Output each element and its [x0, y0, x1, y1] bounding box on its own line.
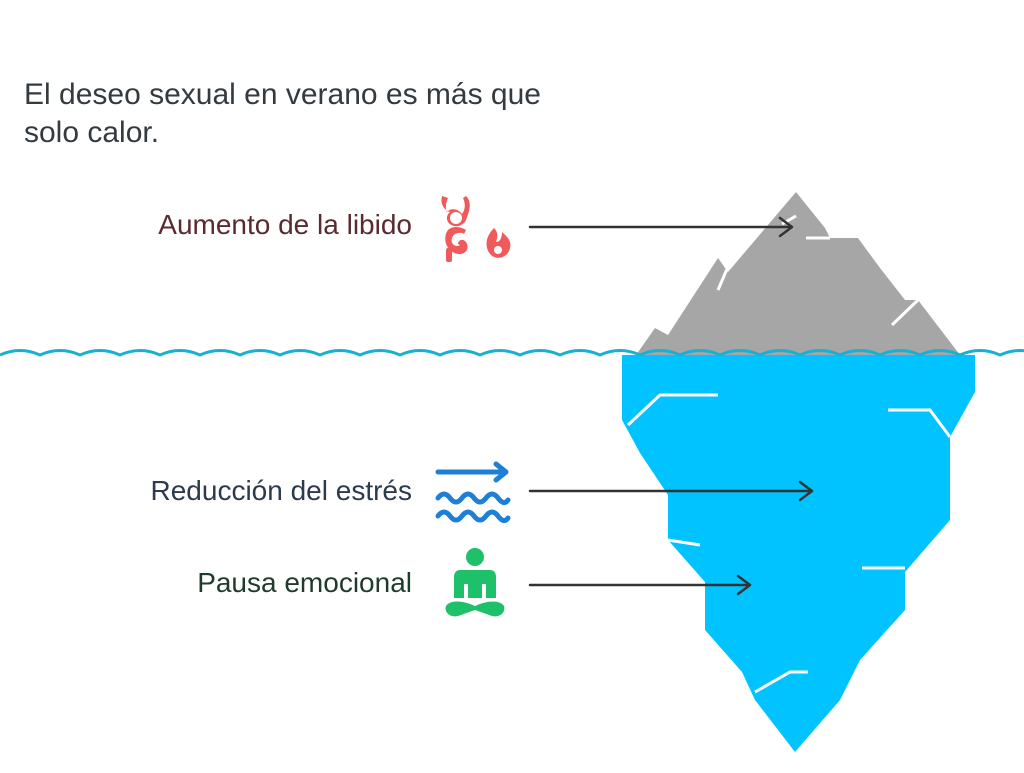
label-aumento-libido: Aumento de la libido [158, 209, 412, 240]
arrow-libido [528, 216, 794, 238]
diagram-title: El deseo sexual en verano es más que sol… [24, 78, 541, 149]
iceberg-tip [636, 192, 960, 355]
label-pausa-emocional: Pausa emocional [197, 567, 412, 598]
tip-highlights [716, 214, 920, 327]
iceberg-underwater [622, 355, 975, 752]
meditation-icon [445, 548, 505, 617]
label-reduccion-estres: Reducción del estrés [150, 475, 412, 506]
arrows [528, 216, 814, 596]
arrow-estres [528, 480, 814, 502]
ice-highlights [626, 393, 952, 694]
waves-arrow-icon [435, 461, 511, 524]
arrow-pausa [528, 574, 752, 596]
water-line [0, 349, 1024, 357]
libido-flame-icon [441, 196, 511, 262]
